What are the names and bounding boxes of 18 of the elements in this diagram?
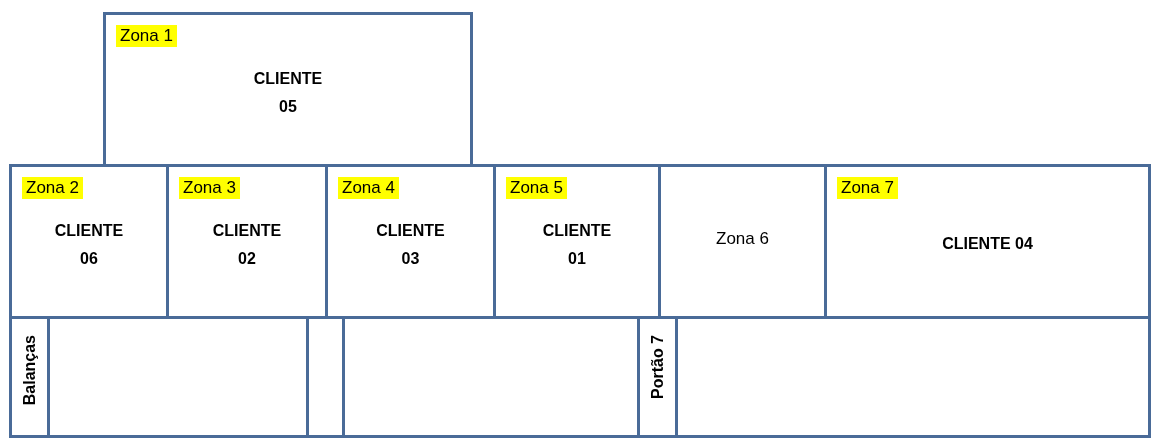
zone-area [824,164,1151,319]
client-label: CLIENTE 04 [941,234,1034,255]
zone-label: Zona 6 [716,228,769,249]
client-label: CLIENTE 01 [542,221,612,269]
zone-label: Zona 2 [22,177,83,199]
client-label: CLIENTE 02 [212,221,282,269]
strip-area [9,316,50,438]
zone-label: Zona 5 [506,177,567,199]
client-label: CLIENTE 05 [253,69,323,117]
zone-label: Zona 7 [837,177,898,199]
area-label: Balanças [20,335,39,406]
zone-area [103,12,473,167]
zone-label: Zona 4 [338,177,399,199]
zone-label: Zona 1 [116,25,177,47]
client-label: CLIENTE 06 [54,221,124,269]
client-label: CLIENTE 03 [375,221,446,269]
area-label: Portão 7 [648,335,667,399]
zone-label: Zona 3 [179,177,240,199]
